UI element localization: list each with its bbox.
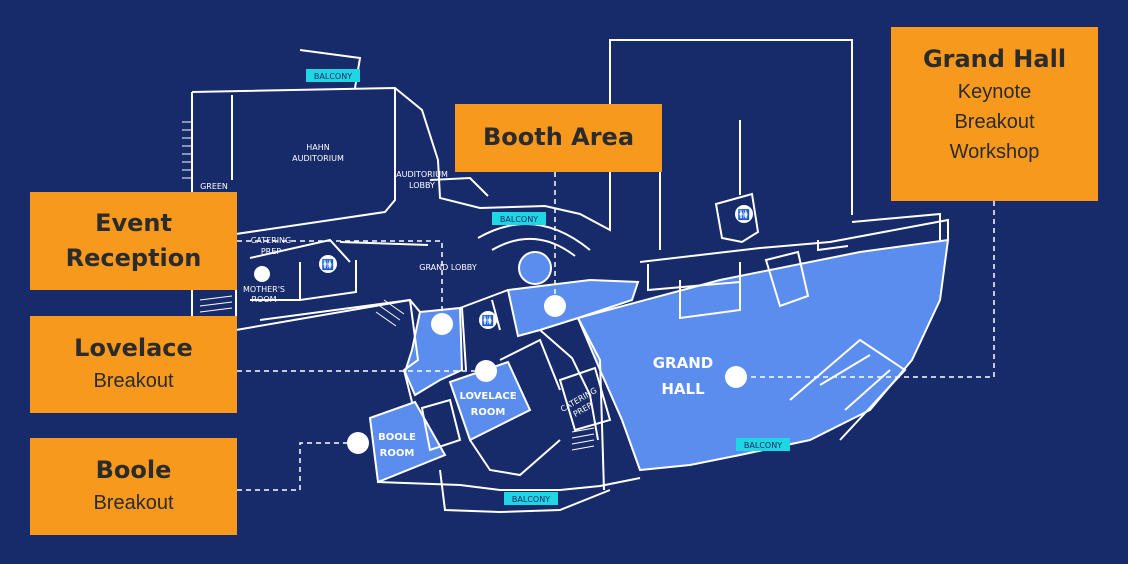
grand-hall-callout[interactable]: Grand Hall Keynote Breakout Workshop bbox=[891, 27, 1098, 201]
location-markers[interactable] bbox=[347, 295, 747, 454]
boole-callout[interactable]: Boole Breakout bbox=[30, 438, 237, 535]
booth-area-title: Booth Area bbox=[482, 123, 635, 151]
lovelace-map-label-2: ROOM bbox=[471, 407, 506, 418]
building-outlines bbox=[191, 39, 949, 514]
restroom-icon-3: 🚻 bbox=[735, 205, 753, 223]
marker-event-reception bbox=[431, 313, 453, 335]
leader-boole bbox=[237, 442, 358, 491]
balcony-3: BALCONY bbox=[736, 438, 790, 451]
boole-title: Boole bbox=[95, 456, 172, 484]
nursing-icon bbox=[254, 266, 270, 282]
boole-map-label-2: ROOM bbox=[380, 448, 415, 459]
boole-map-label: BOOLE bbox=[378, 432, 416, 443]
marker-lovelace bbox=[475, 360, 497, 382]
balcony-2: BALCONY bbox=[492, 212, 546, 225]
auditorium-lobby-label: AUDITORIUM bbox=[396, 170, 448, 179]
lovelace-map-label: LOVELACE bbox=[459, 391, 516, 402]
leader-grand-hall bbox=[736, 201, 995, 378]
grand-hall-title: Grand Hall bbox=[922, 45, 1067, 73]
svg-text:🚻: 🚻 bbox=[738, 208, 750, 221]
mothers-room-label: MOTHER'S bbox=[243, 285, 285, 294]
grand-hall-map-label: GRAND bbox=[653, 354, 713, 372]
event-reception-title: Event bbox=[95, 209, 172, 237]
lovelace-callout[interactable]: Lovelace Breakout bbox=[30, 316, 237, 413]
balcony-label: BALCONY bbox=[314, 72, 352, 81]
marker-grand-hall bbox=[725, 366, 747, 388]
restroom-icon-2: 🚻 bbox=[479, 311, 497, 329]
marker-boole bbox=[347, 432, 369, 454]
event-reception-title-2: Reception bbox=[65, 244, 202, 272]
event-reception-callout[interactable]: Event Reception bbox=[30, 192, 237, 290]
marker-booth-area bbox=[544, 295, 566, 317]
catering-prep-label: CATERING bbox=[251, 236, 291, 245]
mothers-room-label-2: ROOM bbox=[251, 295, 276, 304]
lovelace-subtitle: Breakout bbox=[93, 370, 174, 392]
booth-area-callout[interactable]: Booth Area bbox=[455, 104, 662, 172]
grand-hall-item-breakout: Breakout bbox=[954, 111, 1035, 133]
highlight-room-labels: GRAND HALL LOVELACE ROOM BOOLE ROOM bbox=[378, 354, 713, 459]
restroom-icon: 🚻 bbox=[319, 255, 337, 273]
boole-room-area[interactable] bbox=[368, 400, 447, 484]
balcony-label: BALCONY bbox=[512, 495, 550, 504]
balcony-label: BALCONY bbox=[500, 215, 538, 224]
auditorium-lobby-label-2: LOBBY bbox=[409, 181, 435, 190]
hahn-label-2: AUDITORIUM bbox=[292, 154, 344, 163]
balcony-label: BALCONY bbox=[744, 441, 782, 450]
svg-text:🚻: 🚻 bbox=[322, 258, 334, 271]
grand-hall-item-keynote: Keynote bbox=[957, 81, 1032, 103]
hahn-label: HAHN bbox=[306, 143, 330, 152]
balcony-4: BALCONY bbox=[504, 492, 558, 505]
balcony-1: BALCONY bbox=[306, 69, 360, 82]
boole-subtitle: Breakout bbox=[93, 492, 174, 514]
leader-lines bbox=[237, 172, 995, 491]
grand-lobby-label: GRAND LOBBY bbox=[419, 263, 477, 272]
booth-area-dome bbox=[518, 251, 552, 285]
svg-text:🚻: 🚻 bbox=[482, 314, 494, 327]
grand-hall-item-workshop: Workshop bbox=[949, 141, 1040, 163]
grand-hall-area[interactable] bbox=[576, 238, 950, 472]
green-label: GREEN bbox=[200, 182, 228, 191]
stairs bbox=[182, 121, 595, 451]
grand-hall-map-label-2: HALL bbox=[661, 380, 705, 398]
catering-prep-label-2: PREP bbox=[261, 247, 281, 256]
lovelace-title: Lovelace bbox=[74, 334, 193, 362]
booth-area-zone[interactable] bbox=[506, 278, 640, 338]
